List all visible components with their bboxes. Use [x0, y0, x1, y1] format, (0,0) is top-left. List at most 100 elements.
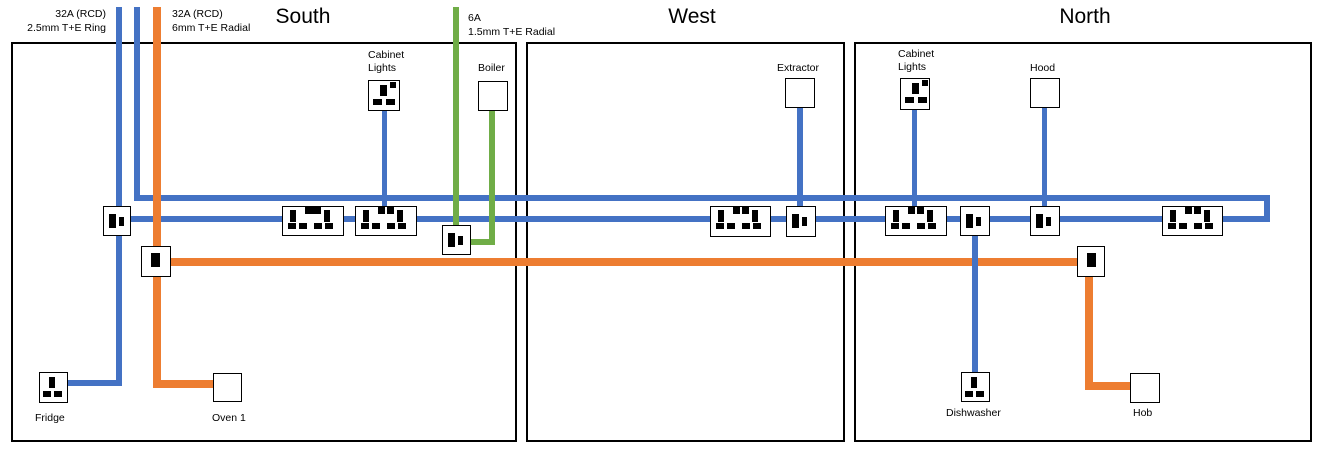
- switch-pin: [119, 217, 124, 226]
- lighting-circuit-label: 6A 1.5mm T+E Radial: [468, 12, 555, 39]
- socket-pin: [398, 223, 406, 229]
- socket-pin: [908, 207, 915, 214]
- switch-pin: [1036, 214, 1043, 228]
- socket-pin: [43, 391, 51, 397]
- dishwasher-socket-icon: [961, 372, 990, 402]
- label-extractor: Extractor: [777, 62, 820, 74]
- south-cabinet-lights-drop: [382, 111, 387, 206]
- socket-pin: [1204, 210, 1210, 222]
- ring-supply-leg2: [134, 7, 140, 201]
- north-double-socket-1-icon: [885, 206, 947, 236]
- socket-pin: [387, 207, 394, 214]
- socket-pin: [373, 99, 382, 105]
- socket-pin: [917, 223, 925, 229]
- dishwasher-drop: [972, 236, 978, 372]
- socket-pin: [299, 223, 307, 229]
- fridge-spur-switch-icon: [103, 206, 131, 236]
- oven-switch-icon: [141, 246, 171, 277]
- lighting-circuit-cable: 1.5mm T+E Radial: [468, 25, 556, 38]
- switch-pin: [458, 236, 463, 245]
- socket-pin: [305, 206, 321, 214]
- fridge-socket-icon: [39, 372, 68, 403]
- label-south-cabinet-lights: Cabinet Lights: [368, 49, 405, 74]
- socket-pin: [891, 223, 899, 229]
- boiler-feed-horizontal: [471, 239, 495, 245]
- ring-right-return: [1264, 195, 1270, 222]
- ring-supply-leg1: [116, 7, 122, 206]
- socket-pin: [742, 223, 750, 229]
- socket-pin: [918, 97, 927, 103]
- boiler-appliance-icon: [478, 81, 508, 111]
- socket-pin: [902, 223, 910, 229]
- wall-title-south: South: [275, 5, 331, 28]
- socket-pin: [893, 210, 899, 222]
- hob-appliance-icon: [1130, 373, 1160, 403]
- south-double-socket-1-icon: [282, 206, 344, 236]
- socket-pin: [927, 210, 933, 222]
- oven-feed-horizontal: [153, 380, 213, 388]
- ring-circuit-label: 32A (RCD) 2.5mm T+E Ring: [16, 8, 106, 35]
- socket-pin: [1168, 223, 1176, 229]
- socket-pin: [922, 80, 928, 86]
- lighting-circuit-rating: 6A: [468, 12, 481, 24]
- hob-feed-horizontal: [1085, 382, 1130, 390]
- socket-pin: [361, 223, 369, 229]
- lighting-supply: [453, 7, 459, 225]
- switch-pin: [802, 217, 807, 226]
- room-south: [11, 42, 517, 442]
- label-dishwasher: Dishwasher: [946, 407, 1001, 419]
- dishwasher-switch-icon: [960, 206, 990, 236]
- socket-pin: [378, 207, 385, 214]
- ring-circuit-rating: 32A (RCD): [55, 8, 106, 20]
- socket-pin: [372, 223, 380, 229]
- socket-pin: [386, 99, 395, 105]
- socket-pin: [718, 210, 724, 222]
- socket-pin: [752, 210, 758, 222]
- fridge-drop-vertical: [116, 236, 122, 386]
- label-boiler: Boiler: [478, 62, 505, 74]
- extractor-appliance-icon: [785, 78, 815, 108]
- hob-switch-icon: [1077, 246, 1105, 277]
- cooker-supply: [153, 7, 161, 246]
- socket-pin: [387, 223, 395, 229]
- socket-pin: [965, 391, 973, 397]
- room-north: [854, 42, 1312, 442]
- south-double-socket-2-icon: [355, 206, 417, 236]
- socket-pin: [1194, 223, 1202, 229]
- cooker-main-run: [171, 258, 1077, 266]
- socket-pin: [928, 223, 936, 229]
- cooker-circuit-rating: 32A (RCD): [172, 8, 223, 20]
- oven-appliance-icon: [213, 373, 242, 402]
- cooker-circuit-cable: 6mm T+E Radial: [172, 21, 251, 34]
- socket-pin: [1179, 223, 1187, 229]
- wall-title-north: North: [1059, 5, 1111, 28]
- socket-pin: [742, 207, 749, 214]
- socket-pin: [733, 207, 740, 214]
- socket-pin: [727, 223, 735, 229]
- boiler-feed-vertical: [489, 111, 495, 245]
- hood-appliance-icon: [1030, 78, 1060, 108]
- switch-pin: [792, 214, 799, 228]
- fridge-drop-horizontal: [68, 380, 122, 386]
- wall-title-west: West: [668, 5, 716, 28]
- room-west: [526, 42, 845, 442]
- extractor-switch-icon: [786, 206, 816, 237]
- socket-pin: [905, 97, 914, 103]
- cooker-circuit-label: 32A (RCD) 6mm T+E Radial: [172, 8, 250, 35]
- north-cabinet-lights-drop: [912, 110, 917, 206]
- socket-pin: [325, 223, 333, 229]
- ring-circuit-cable: 2.5mm T+E Ring: [27, 21, 106, 34]
- socket-pin: [324, 210, 330, 222]
- label-hood: Hood: [1030, 62, 1056, 74]
- socket-pin: [49, 377, 55, 388]
- socket-pin: [314, 223, 322, 229]
- socket-pin: [917, 207, 924, 214]
- switch-pin: [966, 214, 973, 228]
- switch-pin: [448, 233, 455, 247]
- west-double-socket-icon: [710, 206, 771, 237]
- oven-feed-vertical: [153, 277, 161, 388]
- label-oven: Oven 1: [212, 412, 246, 424]
- socket-pin: [363, 210, 369, 222]
- socket-pin: [390, 82, 396, 88]
